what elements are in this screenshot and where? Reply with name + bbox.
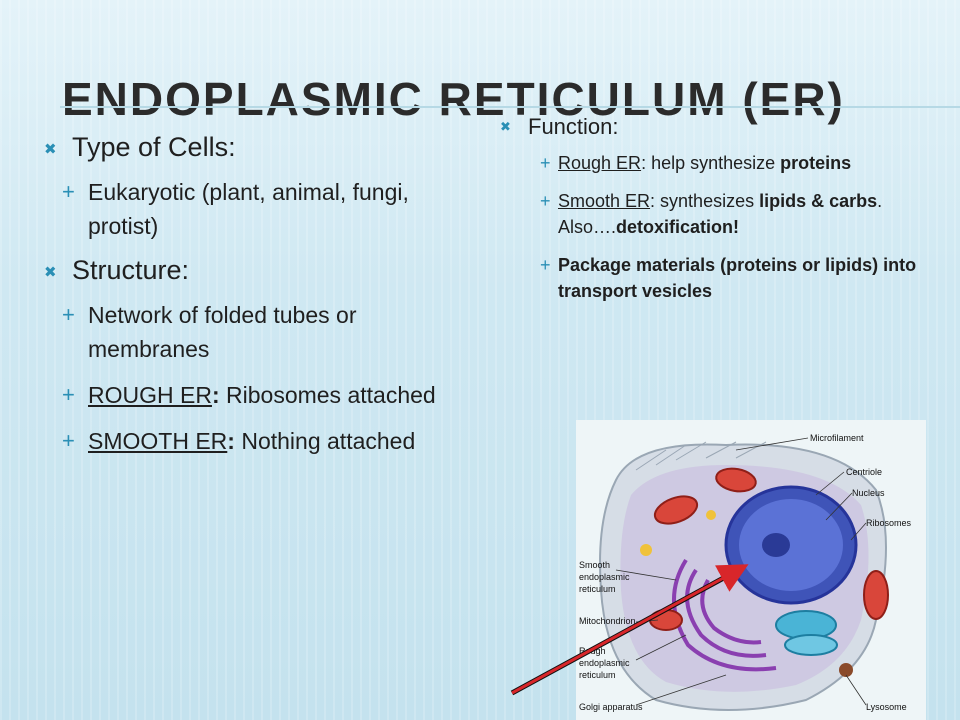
bullet-function: ✖ Function:: [500, 114, 950, 140]
vesicle-1: [640, 544, 652, 556]
type-item: Eukaryotic (plant, animal, fungi, protis…: [88, 179, 409, 239]
fn-package-text: Package materials (proteins or lipids) i…: [558, 255, 917, 301]
label-lysosome: Lysosome: [866, 702, 907, 712]
fn-smooth-text: Smooth ER: synthesizes lipids & carbs. A…: [558, 188, 950, 240]
label-mitochondrion: Mitochondrion: [579, 616, 636, 626]
plus-bullet-icon: +: [62, 179, 75, 204]
bullet-network: + Network of folded tubes or membranes: [62, 298, 464, 366]
bullet-fn-package: + Package materials (proteins or lipids)…: [540, 252, 950, 304]
function-heading: Function:: [528, 114, 619, 139]
bullet-rough-er: + ROUGH ER: Ribosomes attached: [62, 378, 464, 412]
label-golgi: Golgi apparatus: [579, 702, 643, 712]
fn-rough-a: : help synthesize: [641, 153, 781, 173]
bullet-structure: ✖ Structure:: [44, 255, 464, 286]
slide-title: ENDOPLASMIC RETICULUM (ER): [62, 73, 845, 125]
plus-bullet-icon: +: [62, 428, 75, 453]
fn-smooth-label: Smooth ER: [558, 191, 651, 211]
bullet-fn-smooth: + Smooth ER: synthesizes lipids & carbs.…: [540, 188, 950, 240]
smooth-er-colon: :: [227, 428, 235, 454]
left-column: ✖ Type of Cells: + Eukaryotic (plant, an…: [44, 132, 464, 470]
mitochondrion-2: [715, 467, 757, 493]
smooth-er-text: SMOOTH ER: Nothing attached: [88, 424, 415, 458]
structure-item1: Network of folded tubes or membranes: [88, 302, 357, 362]
label-rough-3: reticulum: [579, 670, 616, 680]
label-rough-2: endoplasmic: [579, 658, 630, 668]
fn-smooth-c: . Also….: [558, 191, 883, 237]
nucleus-inner: [739, 499, 843, 591]
x-bullet-icon: ✖: [44, 141, 57, 158]
label-rough-1: Rough: [579, 646, 606, 656]
smooth-er-desc: Nothing attached: [234, 428, 416, 454]
rough-er-text: ROUGH ER: Ribosomes attached: [88, 378, 436, 412]
structure-heading: Structure:: [72, 255, 190, 285]
golgi-shape-2: [784, 634, 838, 656]
label-nucleus: Nucleus: [852, 488, 885, 498]
right-column: ✖ Function: + Rough ER: help synthesize …: [500, 114, 950, 316]
fn-rough-b: proteins: [780, 153, 852, 173]
fn-rough-text: Rough ER: help synthesize proteins: [558, 150, 851, 176]
lysosome-shape: [839, 663, 853, 677]
plus-bullet-icon: +: [540, 153, 551, 173]
bullet-type-of-cells: ✖ Type of Cells:: [44, 132, 464, 163]
label-ribosomes: Ribosomes: [866, 518, 912, 528]
bullet-fn-rough: + Rough ER: help synthesize proteins: [540, 150, 950, 176]
plus-bullet-icon: +: [540, 255, 551, 275]
x-bullet-icon: ✖: [44, 264, 57, 281]
fn-smooth-b: lipids & carbs: [759, 191, 878, 211]
plus-bullet-icon: +: [540, 191, 551, 211]
type-heading: Type of Cells:: [72, 132, 236, 162]
label-microfilament: Microfilament: [810, 433, 864, 443]
label-smooth-1: Smooth: [579, 560, 610, 570]
label-smooth-2: endoplasmic: [579, 572, 630, 582]
rough-er-colon: :: [211, 382, 220, 408]
fn-smooth-d: detoxification!: [616, 217, 740, 237]
fn-rough-label: Rough ER: [558, 153, 642, 173]
rough-er-desc: Ribosomes attached: [219, 382, 436, 408]
label-smooth-3: reticulum: [579, 584, 616, 594]
bullet-eukaryotic: + Eukaryotic (plant, animal, fungi, prot…: [62, 175, 464, 243]
nucleolus: [762, 533, 790, 557]
x-bullet-icon: ✖: [500, 119, 511, 134]
plus-bullet-icon: +: [62, 382, 75, 407]
plus-bullet-icon: +: [62, 302, 75, 327]
animal-cell-diagram: Microfilament Centriole Nucleus Ribosome…: [576, 420, 926, 720]
label-centriole: Centriole: [846, 467, 882, 477]
title-underline: [60, 106, 960, 108]
rough-er-label: ROUGH ER: [88, 382, 212, 408]
smooth-er-label: SMOOTH ER: [88, 428, 228, 454]
bullet-smooth-er: + SMOOTH ER: Nothing attached: [62, 424, 464, 458]
mitochondrion-1: [653, 495, 699, 525]
mitochondrion-3: [863, 570, 889, 620]
microfilament-lines: [635, 441, 767, 471]
vesicle-2: [706, 510, 716, 520]
fn-smooth-a: : synthesizes: [650, 191, 760, 211]
animal-cell-svg: Microfilament Centriole Nucleus Ribosome…: [576, 420, 926, 720]
